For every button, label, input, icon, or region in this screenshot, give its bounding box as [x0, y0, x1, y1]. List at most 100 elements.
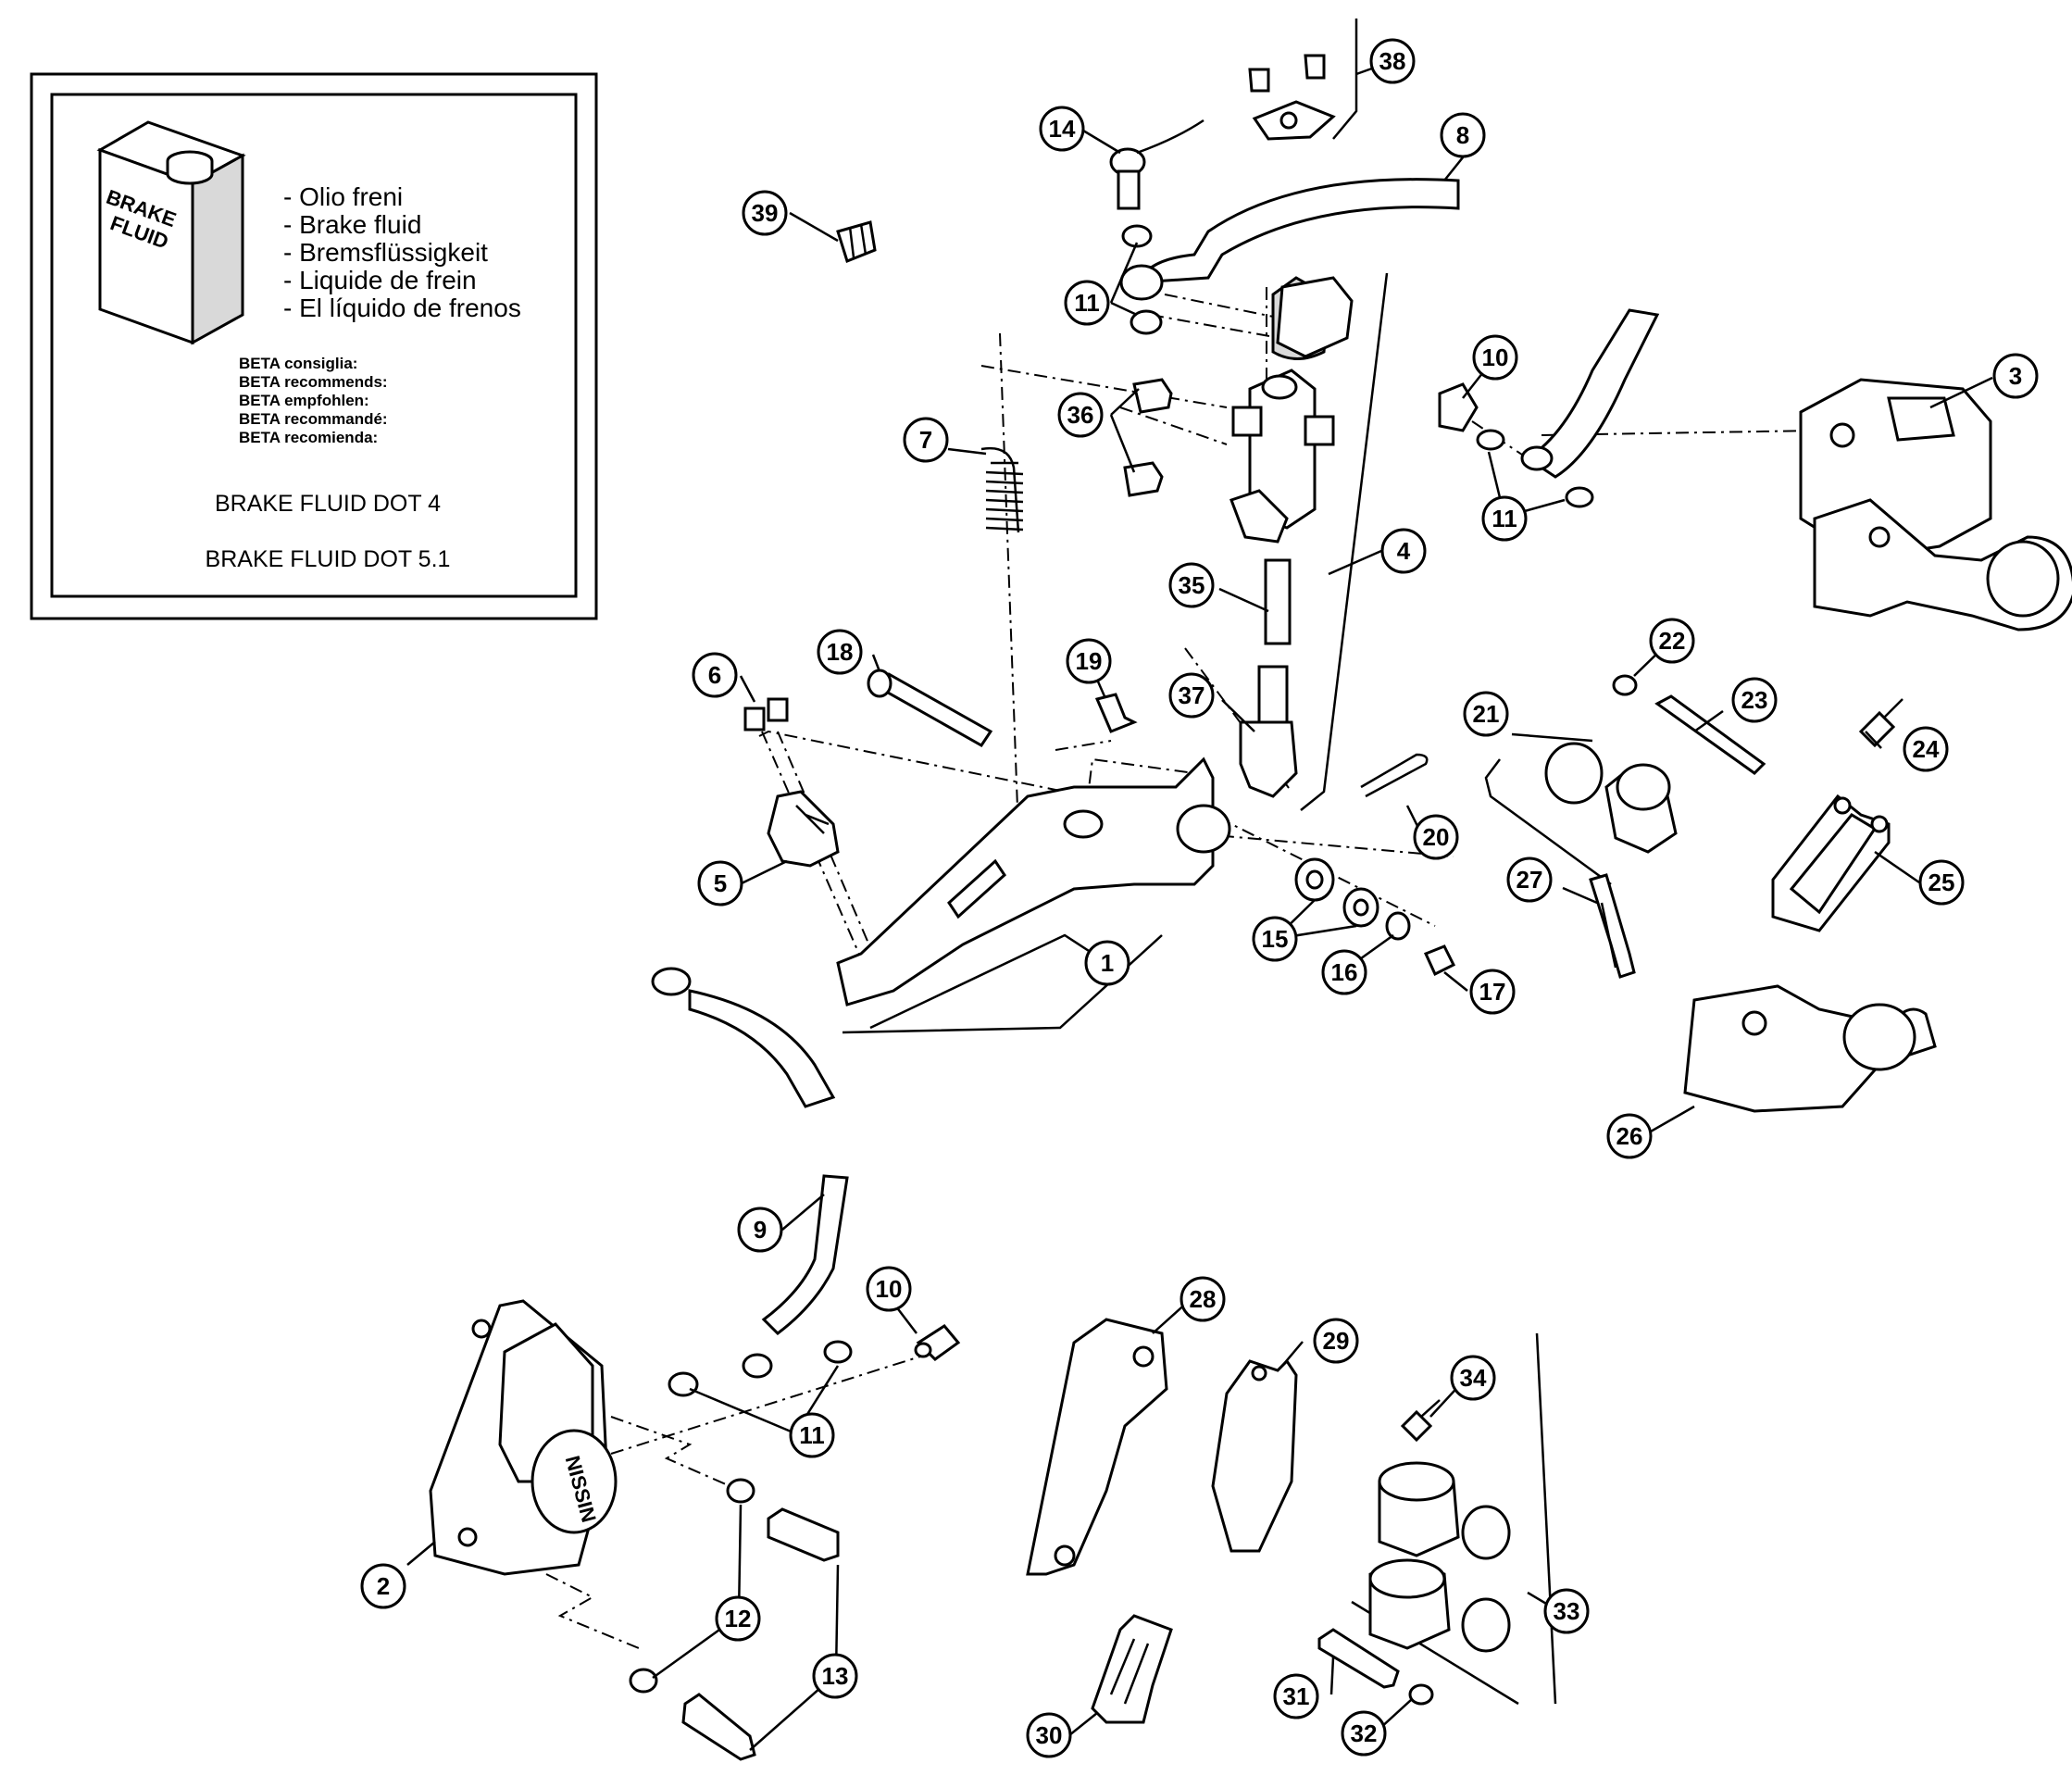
cotter-pin — [1360, 753, 1429, 798]
pad-spring-rear — [1589, 873, 1636, 979]
svg-text:27: 27 — [1517, 866, 1543, 894]
svg-text:35: 35 — [1179, 571, 1205, 599]
fluid-spec-dot4: BRAKE FLUID DOT 4 — [215, 491, 441, 517]
callout-2: 2 — [360, 1563, 406, 1609]
svg-text:11: 11 — [799, 1421, 825, 1449]
bleed-screw-front — [1400, 1399, 1441, 1443]
front-caliper: NISSIN — [429, 1299, 618, 1576]
svg-text:18: 18 — [827, 638, 854, 666]
pedal-tip — [743, 697, 840, 868]
svg-text:31: 31 — [1283, 1682, 1310, 1710]
group-brackets — [842, 19, 1612, 1706]
callout-6: 6 — [692, 652, 738, 698]
svg-text:4: 4 — [1397, 537, 1411, 565]
pistons-front — [1368, 1461, 1511, 1653]
brake-fluid-legend: BRAKE FLUID - Olio freni - Brake fluid -… — [30, 72, 598, 620]
svg-text:26: 26 — [1616, 1122, 1643, 1150]
push-rod — [1257, 558, 1292, 724]
fluid-name-es: - El líquido de frenos — [283, 294, 521, 322]
callout-23: 23 — [1731, 677, 1778, 723]
callout-35: 35 — [1168, 562, 1215, 608]
callout-19: 19 — [1066, 638, 1112, 684]
svg-text:22: 22 — [1659, 627, 1686, 655]
callout-11-top: 11 — [1064, 280, 1110, 326]
callout-10-front: 10 — [866, 1266, 912, 1312]
callout-15: 15 — [1252, 916, 1298, 962]
callout-1: 1 — [1084, 940, 1130, 986]
fluid-spec-dot51: BRAKE FLUID DOT 5.1 — [206, 546, 451, 572]
hose-lower-left — [651, 967, 836, 1108]
svg-text:10: 10 — [1482, 344, 1509, 371]
hose-front — [742, 1174, 849, 1379]
callout-16: 16 — [1321, 949, 1367, 995]
svg-text:2: 2 — [377, 1572, 390, 1600]
callout-20: 20 — [1413, 814, 1459, 860]
reservoir-cap-plate — [1248, 54, 1336, 141]
recommends-de: BETA empfohlen: — [239, 392, 369, 409]
svg-text:16: 16 — [1331, 958, 1358, 986]
callout-11-rear: 11 — [1481, 495, 1528, 542]
callout-11-front: 11 — [789, 1412, 835, 1458]
recommends-fr: BETA recommandé: — [239, 410, 388, 428]
svg-text:9: 9 — [754, 1216, 767, 1244]
fluid-name-fr: - Liquide de frein — [283, 266, 477, 294]
front-banjo-bolt — [914, 1324, 961, 1361]
svg-text:13: 13 — [822, 1662, 849, 1690]
svg-text:17: 17 — [1479, 978, 1506, 1006]
callout-10-rear: 10 — [1472, 334, 1518, 381]
callout-12: 12 — [715, 1595, 761, 1642]
callout-5: 5 — [697, 860, 743, 907]
svg-text:39: 39 — [752, 199, 779, 227]
svg-text:23: 23 — [1741, 686, 1768, 714]
callout-29: 29 — [1313, 1318, 1359, 1364]
pistons-rear — [1544, 742, 1678, 854]
callout-36: 36 — [1057, 392, 1104, 438]
recommends-it: BETA consiglia: — [239, 355, 357, 372]
callout-3: 3 — [1992, 353, 2039, 399]
callout-9: 9 — [737, 1207, 783, 1253]
svg-text:11: 11 — [1074, 289, 1100, 317]
recommends-es: BETA recomienda: — [239, 429, 378, 446]
svg-text:14: 14 — [1049, 115, 1076, 143]
brake-fluid-can-icon: BRAKE FLUID — [96, 120, 246, 345]
callout-8: 8 — [1440, 112, 1486, 158]
callout-37: 37 — [1168, 672, 1215, 719]
hose-upper — [1119, 178, 1460, 301]
callout-14: 14 — [1039, 106, 1085, 152]
callout-25: 25 — [1918, 859, 1965, 906]
callout-18: 18 — [817, 629, 863, 675]
caliper-bracket-front — [1026, 1318, 1168, 1576]
callout-7: 7 — [903, 417, 949, 463]
clevis — [1239, 720, 1298, 798]
svg-text:33: 33 — [1554, 1597, 1580, 1625]
svg-text:21: 21 — [1473, 700, 1500, 728]
callout-13: 13 — [812, 1653, 858, 1699]
master-cylinder — [1229, 276, 1354, 544]
svg-text:20: 20 — [1423, 823, 1450, 851]
callout-4: 4 — [1380, 528, 1427, 574]
callout-30: 30 — [1026, 1712, 1072, 1758]
svg-text:25: 25 — [1928, 869, 1955, 896]
svg-text:28: 28 — [1190, 1285, 1217, 1313]
pivot-pin — [867, 669, 993, 747]
svg-text:30: 30 — [1036, 1721, 1063, 1749]
svg-text:6: 6 — [708, 661, 721, 689]
banjo-bolt-sensor — [1109, 119, 1205, 210]
return-spring — [980, 446, 1024, 533]
caliper-pin-rear — [1612, 674, 1766, 775]
brake-pads-rear — [1771, 794, 1891, 932]
callout-34: 34 — [1450, 1355, 1496, 1401]
callout-27: 27 — [1506, 856, 1553, 903]
svg-text:3: 3 — [2009, 362, 2022, 390]
callout-33: 33 — [1543, 1588, 1590, 1634]
pedal-bearings — [1294, 857, 1456, 977]
svg-text:34: 34 — [1460, 1364, 1487, 1392]
fluid-name-it: - Olio freni — [283, 182, 403, 211]
caliper-bracket-rear — [1683, 984, 1937, 1113]
rear-banjo-and-hose — [1438, 308, 1660, 479]
svg-text:19: 19 — [1076, 647, 1103, 675]
callout-21: 21 — [1463, 691, 1509, 737]
callout-38: 38 — [1369, 38, 1416, 84]
brake-pads-front — [1211, 1358, 1298, 1553]
